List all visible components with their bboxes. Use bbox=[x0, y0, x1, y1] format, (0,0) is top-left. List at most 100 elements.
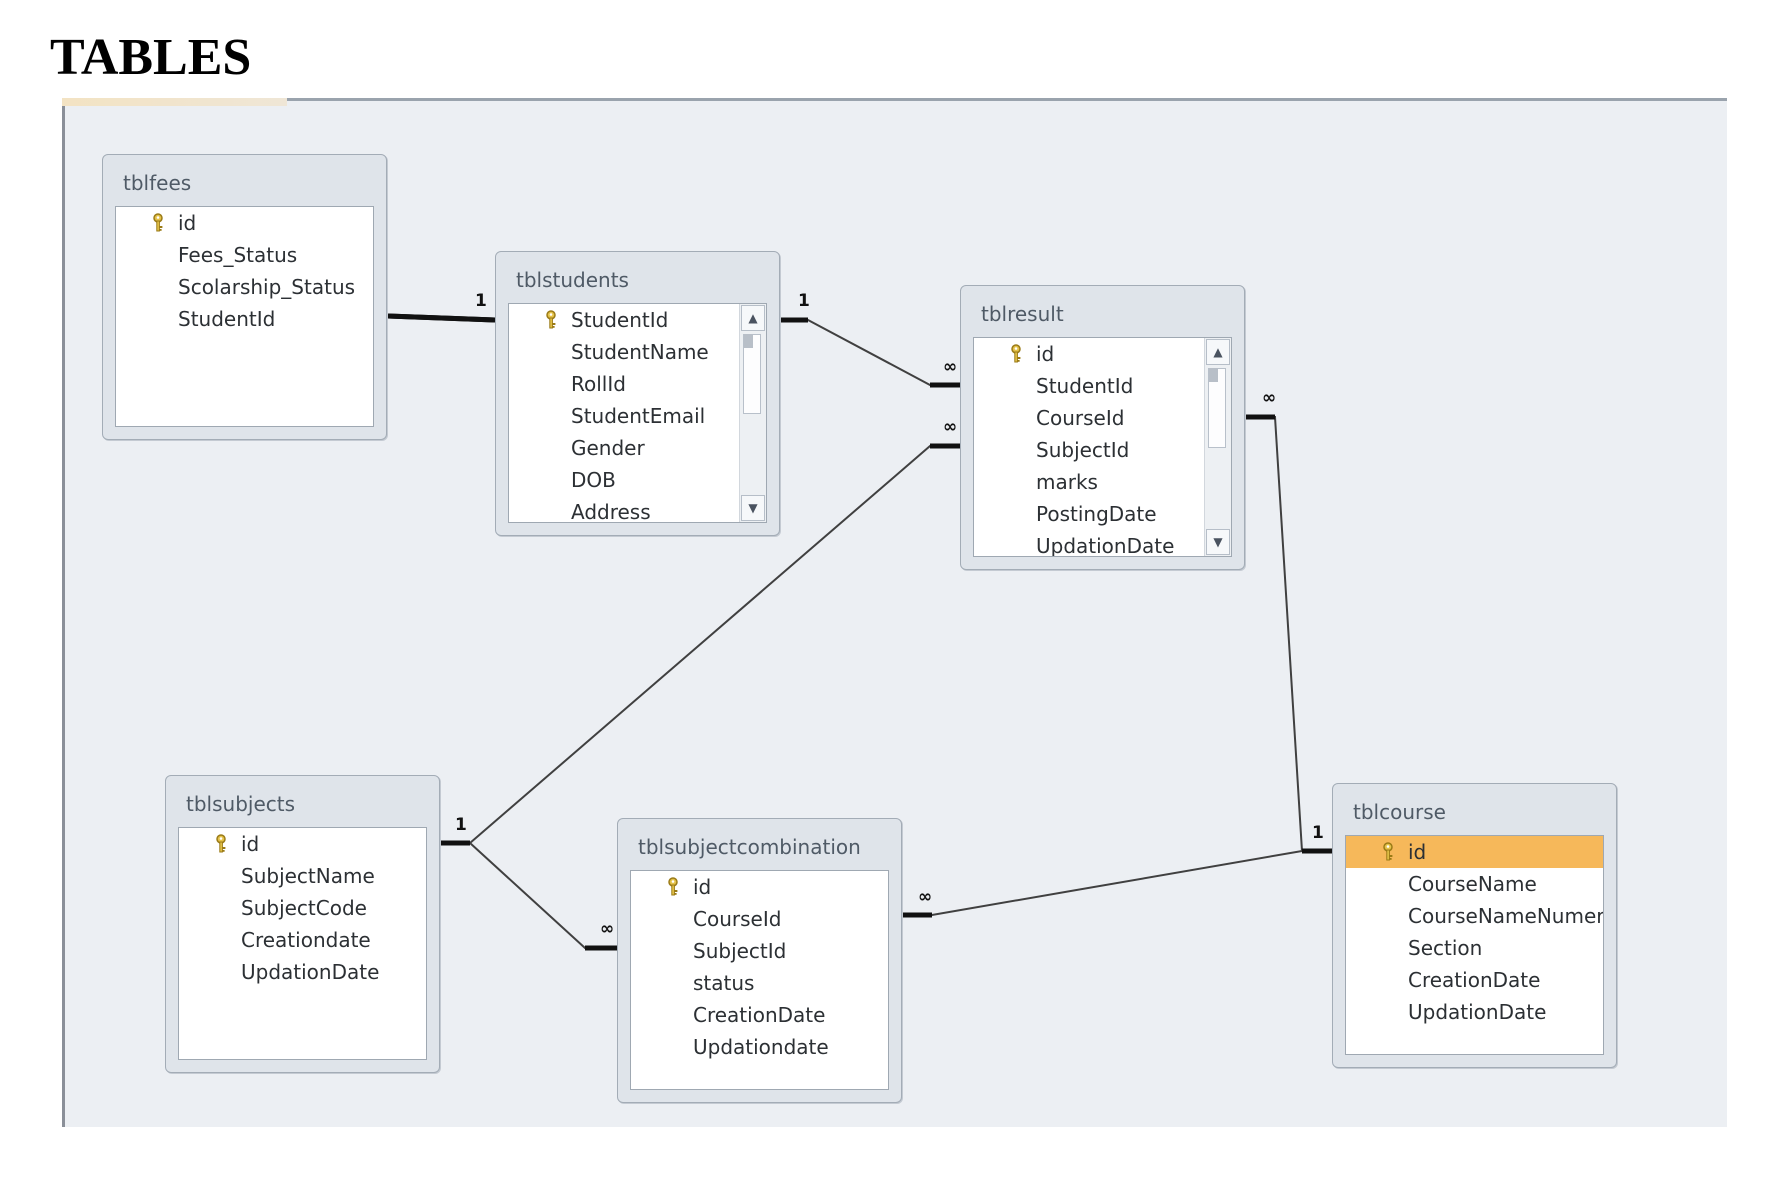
vertical-scrollbar[interactable]: ▲▼ bbox=[739, 304, 766, 522]
scroll-up-button[interactable]: ▲ bbox=[741, 305, 765, 331]
field-name: UpdationDate bbox=[1408, 1000, 1547, 1024]
field-name: Scolarship_Status bbox=[178, 275, 356, 299]
primary-key-icon bbox=[153, 213, 163, 232]
field-id[interactable]: id bbox=[974, 338, 1231, 370]
field-rollid[interactable]: RollId bbox=[509, 368, 766, 400]
field-name: status bbox=[693, 971, 755, 995]
field-name: PostingDate bbox=[1036, 502, 1157, 526]
scroll-down-button[interactable]: ▼ bbox=[1206, 529, 1230, 555]
field-name: SubjectId bbox=[693, 939, 787, 963]
field-studentemail[interactable]: StudentEmail bbox=[509, 400, 766, 432]
field-name: id bbox=[693, 875, 712, 899]
field-updationdate[interactable]: Updationdate bbox=[631, 1031, 888, 1063]
vertical-scrollbar[interactable]: ▲▼ bbox=[1204, 338, 1231, 556]
table-title[interactable]: tblfees bbox=[123, 171, 192, 195]
field-status[interactable]: status bbox=[631, 967, 888, 999]
field-creationdate[interactable]: CreationDate bbox=[1346, 964, 1603, 996]
field-address[interactable]: Address bbox=[509, 496, 766, 523]
field-name: CreationDate bbox=[693, 1003, 826, 1027]
field-name: StudentEmail bbox=[571, 404, 706, 428]
field-updationdate[interactable]: UpdationDate bbox=[974, 530, 1231, 557]
field-creationdate[interactable]: Creationdate bbox=[179, 924, 426, 956]
field-name: StudentId bbox=[178, 307, 276, 331]
field-updationdate[interactable]: UpdationDate bbox=[1346, 996, 1603, 1028]
primary-key-icon bbox=[216, 834, 226, 853]
field-fees-status[interactable]: Fees_Status bbox=[116, 239, 373, 271]
field-name: Creationdate bbox=[241, 928, 371, 952]
field-name: CourseNameNumer bbox=[1408, 904, 1604, 928]
scrollbar-grip bbox=[744, 334, 753, 348]
field-postingdate[interactable]: PostingDate bbox=[974, 498, 1231, 530]
field-studentid[interactable]: StudentId bbox=[116, 303, 373, 335]
field-name: SubjectCode bbox=[241, 896, 367, 920]
field-name: id bbox=[1408, 840, 1427, 864]
field-name: CreationDate bbox=[1408, 968, 1541, 992]
scroll-up-button[interactable]: ▲ bbox=[1206, 339, 1230, 365]
field-id[interactable]: id bbox=[116, 207, 373, 239]
table-title[interactable]: tblcourse bbox=[1353, 800, 1446, 824]
field-name: CourseId bbox=[1036, 406, 1125, 430]
field-name: SubjectName bbox=[241, 864, 375, 888]
table-title[interactable]: tblsubjects bbox=[186, 792, 296, 816]
field-studentid[interactable]: StudentId bbox=[974, 370, 1231, 402]
field-name: StudentName bbox=[571, 340, 709, 364]
field-name: Section bbox=[1408, 936, 1483, 960]
field-name: Updationdate bbox=[693, 1035, 829, 1059]
canvas-tab-accent bbox=[62, 98, 287, 106]
table-title[interactable]: tblstudents bbox=[516, 268, 629, 292]
field-coursename[interactable]: CourseName bbox=[1346, 868, 1603, 900]
field-name: DOB bbox=[571, 468, 616, 492]
field-name: UpdationDate bbox=[1036, 534, 1175, 557]
page-title: TABLES bbox=[50, 29, 252, 86]
scroll-down-button[interactable]: ▼ bbox=[741, 495, 765, 521]
field-section[interactable]: Section bbox=[1346, 932, 1603, 964]
field-gender[interactable]: Gender bbox=[509, 432, 766, 464]
primary-key-icon bbox=[668, 877, 678, 896]
field-creationdate[interactable]: CreationDate bbox=[631, 999, 888, 1031]
field-name: Fees_Status bbox=[178, 243, 298, 267]
field-id[interactable]: id bbox=[1346, 836, 1603, 868]
field-marks[interactable]: marks bbox=[974, 466, 1231, 498]
table-title[interactable]: tblsubjectcombination bbox=[638, 835, 861, 859]
field-id[interactable]: id bbox=[179, 828, 426, 860]
field-name: Address bbox=[571, 500, 651, 523]
field-courseid[interactable]: CourseId bbox=[974, 402, 1231, 434]
field-dob[interactable]: DOB bbox=[509, 464, 766, 496]
field-name: Gender bbox=[571, 436, 645, 460]
primary-key-icon bbox=[1011, 344, 1021, 363]
field-name: RollId bbox=[571, 372, 626, 396]
field-subjectcode[interactable]: SubjectCode bbox=[179, 892, 426, 924]
table-title[interactable]: tblresult bbox=[981, 302, 1064, 326]
field-studentname[interactable]: StudentName bbox=[509, 336, 766, 368]
field-name: marks bbox=[1036, 470, 1098, 494]
field-subjectname[interactable]: SubjectName bbox=[179, 860, 426, 892]
field-subjectid[interactable]: SubjectId bbox=[631, 935, 888, 967]
field-subjectid[interactable]: SubjectId bbox=[974, 434, 1231, 466]
field-courseid[interactable]: CourseId bbox=[631, 903, 888, 935]
field-updationdate[interactable]: UpdationDate bbox=[179, 956, 426, 988]
field-name: id bbox=[1036, 342, 1055, 366]
field-name: CourseId bbox=[693, 907, 782, 931]
field-studentid[interactable]: StudentId bbox=[509, 304, 766, 336]
field-name: CourseName bbox=[1408, 872, 1537, 896]
field-name: StudentId bbox=[1036, 374, 1134, 398]
field-name: id bbox=[241, 832, 260, 856]
primary-key-icon bbox=[546, 310, 556, 329]
field-coursenamenumer[interactable]: CourseNameNumer bbox=[1346, 900, 1603, 932]
scrollbar-grip bbox=[1209, 368, 1218, 382]
field-id[interactable]: id bbox=[631, 871, 888, 903]
field-name: UpdationDate bbox=[241, 960, 380, 984]
field-scolarship-status[interactable]: Scolarship_Status bbox=[116, 271, 373, 303]
